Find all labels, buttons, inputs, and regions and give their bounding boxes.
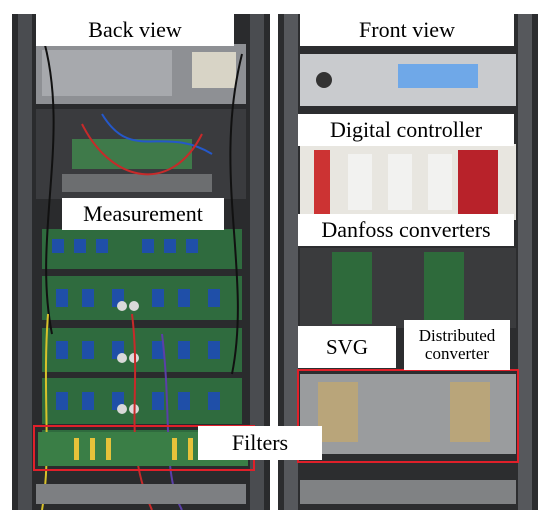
back-view-photo xyxy=(12,14,270,510)
filters-highlight-box-front xyxy=(297,369,519,463)
distributed-converter-label: Distributed converter xyxy=(404,320,510,370)
digital-controller-label: Digital controller xyxy=(298,114,514,146)
back-view-title: Back view xyxy=(36,14,234,46)
filters-label: Filters xyxy=(198,426,322,460)
danfoss-converters-label: Danfoss converters xyxy=(298,214,514,246)
front-view-title: Front view xyxy=(300,14,514,46)
distributed-converter-line1: Distributed xyxy=(418,326,496,346)
back-view-illustration xyxy=(12,14,270,510)
measurement-label: Measurement xyxy=(62,198,224,230)
svg-label: SVG xyxy=(298,326,396,368)
capacitor-blocks xyxy=(52,239,220,410)
distributed-converter-line2: converter xyxy=(424,344,490,363)
